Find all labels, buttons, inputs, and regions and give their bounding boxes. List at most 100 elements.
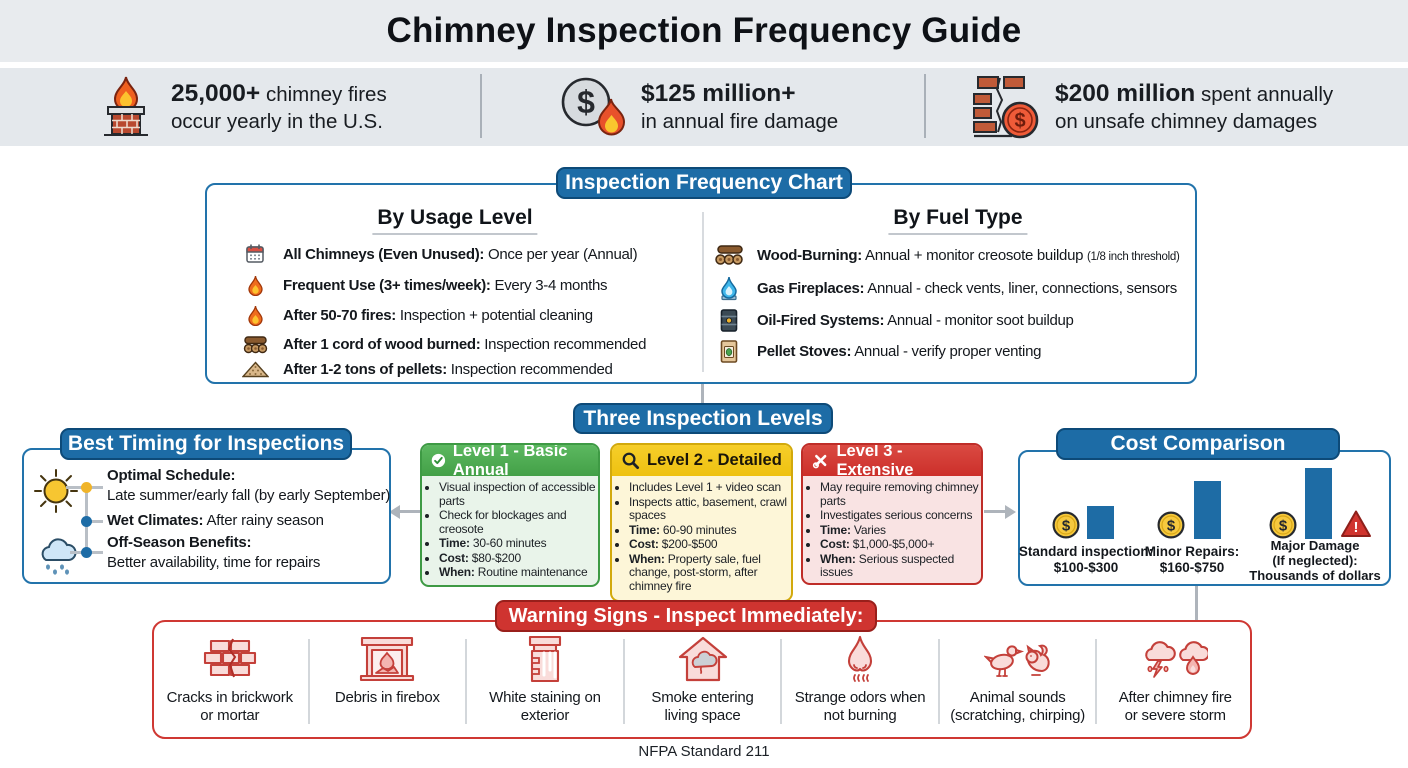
fuel-type-heading: By Fuel Type bbox=[888, 206, 1028, 235]
nose-odor-icon bbox=[840, 633, 880, 685]
level-1-card: Level 1 - Basic Annual Visual inspection… bbox=[420, 443, 600, 587]
cost-label: Standard inspection: $100-$300 bbox=[1018, 544, 1154, 575]
stat-unsafe-damages: $ $200 million spent annually on unsafe … bbox=[972, 68, 1333, 146]
cost-label: Major Damage (If neglected): Thousands o… bbox=[1249, 538, 1381, 583]
arrow-right-icon bbox=[1005, 504, 1016, 519]
warning-header: Warning Signs - Inspect Immediately: bbox=[495, 600, 877, 632]
level-2-bullets: Includes Level 1 + video scan Inspects a… bbox=[612, 480, 789, 593]
timeline-dot bbox=[80, 546, 92, 558]
crossed-tools-icon bbox=[812, 454, 827, 469]
arrow-line bbox=[984, 510, 1006, 513]
oil-barrel-icon bbox=[712, 308, 746, 333]
connector-line bbox=[701, 380, 704, 403]
stats-divider bbox=[480, 74, 482, 138]
pellet-pile-icon bbox=[240, 361, 270, 378]
damaged-chimney-coin-icon: $ bbox=[973, 76, 1039, 139]
cost-box: $ Standard inspection: $100-$300 $ Minor… bbox=[1018, 450, 1391, 586]
warning-item: Animal sounds(scratching, chirping) bbox=[940, 633, 1096, 738]
level-3-card: Level 3 - Extensive May require removing… bbox=[801, 443, 983, 585]
fuel-item: Oil-Fired Systems: Annual - monitor soot… bbox=[712, 308, 1074, 333]
fuel-item: Pellet Stoves: Annual - verify proper ve… bbox=[712, 339, 1041, 364]
cost-bar-major bbox=[1305, 468, 1332, 539]
dollar-coin-icon: $ bbox=[1157, 511, 1185, 539]
timeline-dot bbox=[80, 481, 92, 493]
usage-item: After 1 cord of wood burned: Inspection … bbox=[240, 335, 646, 354]
svg-text:$: $ bbox=[1279, 518, 1288, 535]
frequency-chart-header: Inspection Frequency Chart bbox=[556, 167, 852, 199]
calendar-icon bbox=[240, 243, 270, 265]
wood-logs-icon bbox=[240, 335, 270, 354]
timing-item-title: Optimal Schedule: bbox=[107, 467, 236, 484]
stats-band: 25,000+ chimney fires occur yearly in th… bbox=[0, 68, 1408, 146]
timing-item-title: Off-Season Benefits: bbox=[107, 534, 252, 551]
arrow-line bbox=[398, 510, 420, 513]
warning-triangle-icon: ! bbox=[1341, 510, 1371, 537]
fuel-item: Gas Fireplaces: Annual - check vents, li… bbox=[712, 276, 1177, 301]
cracked-bricks-icon bbox=[202, 633, 258, 685]
usage-item: Frequent Use (3+ times/week): Every 3-4 … bbox=[240, 275, 608, 296]
warning-divider bbox=[937, 639, 940, 724]
title-band: Chimney Inspection Frequency Guide bbox=[0, 0, 1408, 62]
stat-text: $200 million spent annually on unsafe ch… bbox=[1055, 79, 1334, 133]
warning-divider bbox=[780, 639, 783, 724]
flame-icon bbox=[240, 275, 270, 296]
smoke-house-icon bbox=[677, 633, 729, 685]
rain-cloud-icon bbox=[41, 538, 77, 575]
timing-box: Optimal Schedule: Late summer/early fall… bbox=[22, 448, 391, 584]
magnifier-icon bbox=[622, 452, 640, 470]
standard-reference: NFPA Standard 211 bbox=[638, 743, 770, 760]
stat-value: $125 million+ bbox=[641, 79, 796, 107]
stat-value: 25,000+ bbox=[171, 79, 261, 107]
stat-fire-damage: $ $125 million+ in annual fire damage bbox=[560, 68, 838, 146]
cost-bar-standard bbox=[1087, 506, 1114, 539]
storm-fire-cloud-icon bbox=[1142, 633, 1209, 685]
warning-divider bbox=[465, 639, 468, 724]
svg-text:!: ! bbox=[1354, 519, 1359, 536]
chimney-fire-icon bbox=[104, 76, 148, 136]
cost-header: Cost Comparison bbox=[1056, 428, 1340, 460]
svg-text:$: $ bbox=[577, 84, 595, 120]
pellet-bag-icon bbox=[712, 339, 746, 364]
svg-text:$: $ bbox=[1167, 518, 1176, 535]
stained-chimney-icon bbox=[522, 633, 568, 685]
usage-item: After 1-2 tons of pellets: Inspection re… bbox=[240, 361, 613, 378]
column-divider bbox=[702, 212, 704, 372]
gas-flame-icon bbox=[712, 276, 746, 301]
level-1-bullets: Visual inspection of accessible parts Ch… bbox=[422, 480, 596, 580]
svg-text:$: $ bbox=[1014, 110, 1025, 132]
timing-header: Best Timing for Inspections bbox=[60, 428, 352, 460]
stat-chimney-fires: 25,000+ chimney fires occur yearly in th… bbox=[96, 68, 387, 146]
fuel-item: Wood-Burning: Annual + monitor creosote … bbox=[712, 244, 1180, 266]
timing-item: Wet Climates: After rainy season bbox=[107, 512, 324, 529]
level-2-card: Level 2 - Detailed Includes Level 1 + vi… bbox=[610, 443, 793, 602]
bird-squirrel-icon bbox=[983, 633, 1052, 685]
dollar-coin-icon: $ bbox=[1269, 511, 1297, 539]
arrow-left-icon bbox=[389, 504, 400, 519]
flame-icon bbox=[240, 305, 270, 326]
usage-item: All Chimneys (Even Unused): Once per yea… bbox=[240, 243, 638, 265]
usage-level-heading: By Usage Level bbox=[372, 206, 538, 235]
coin-flame-icon: $ bbox=[561, 77, 626, 136]
fireplace-debris-icon bbox=[359, 633, 415, 685]
svg-text:$: $ bbox=[1062, 518, 1071, 535]
warning-divider bbox=[622, 639, 625, 724]
warning-divider bbox=[307, 639, 310, 724]
connector-line bbox=[1195, 585, 1198, 620]
warning-divider bbox=[1095, 639, 1098, 724]
levels-header: Three Inspection Levels bbox=[573, 403, 833, 434]
stats-divider bbox=[924, 74, 926, 138]
cost-bar-minor bbox=[1194, 481, 1221, 539]
level-3-bullets: May require removing chimney parts Inves… bbox=[803, 480, 979, 580]
stat-text: $125 million+ in annual fire damage bbox=[641, 79, 839, 133]
page-title: Chimney Inspection Frequency Guide bbox=[386, 11, 1022, 50]
level-1-header: Level 1 - Basic Annual bbox=[422, 445, 598, 479]
usage-item: After 50-70 fires: Inspection + potentia… bbox=[240, 305, 593, 326]
level-3-header: Level 3 - Extensive bbox=[803, 445, 981, 479]
stat-value: $200 million bbox=[1055, 79, 1196, 107]
